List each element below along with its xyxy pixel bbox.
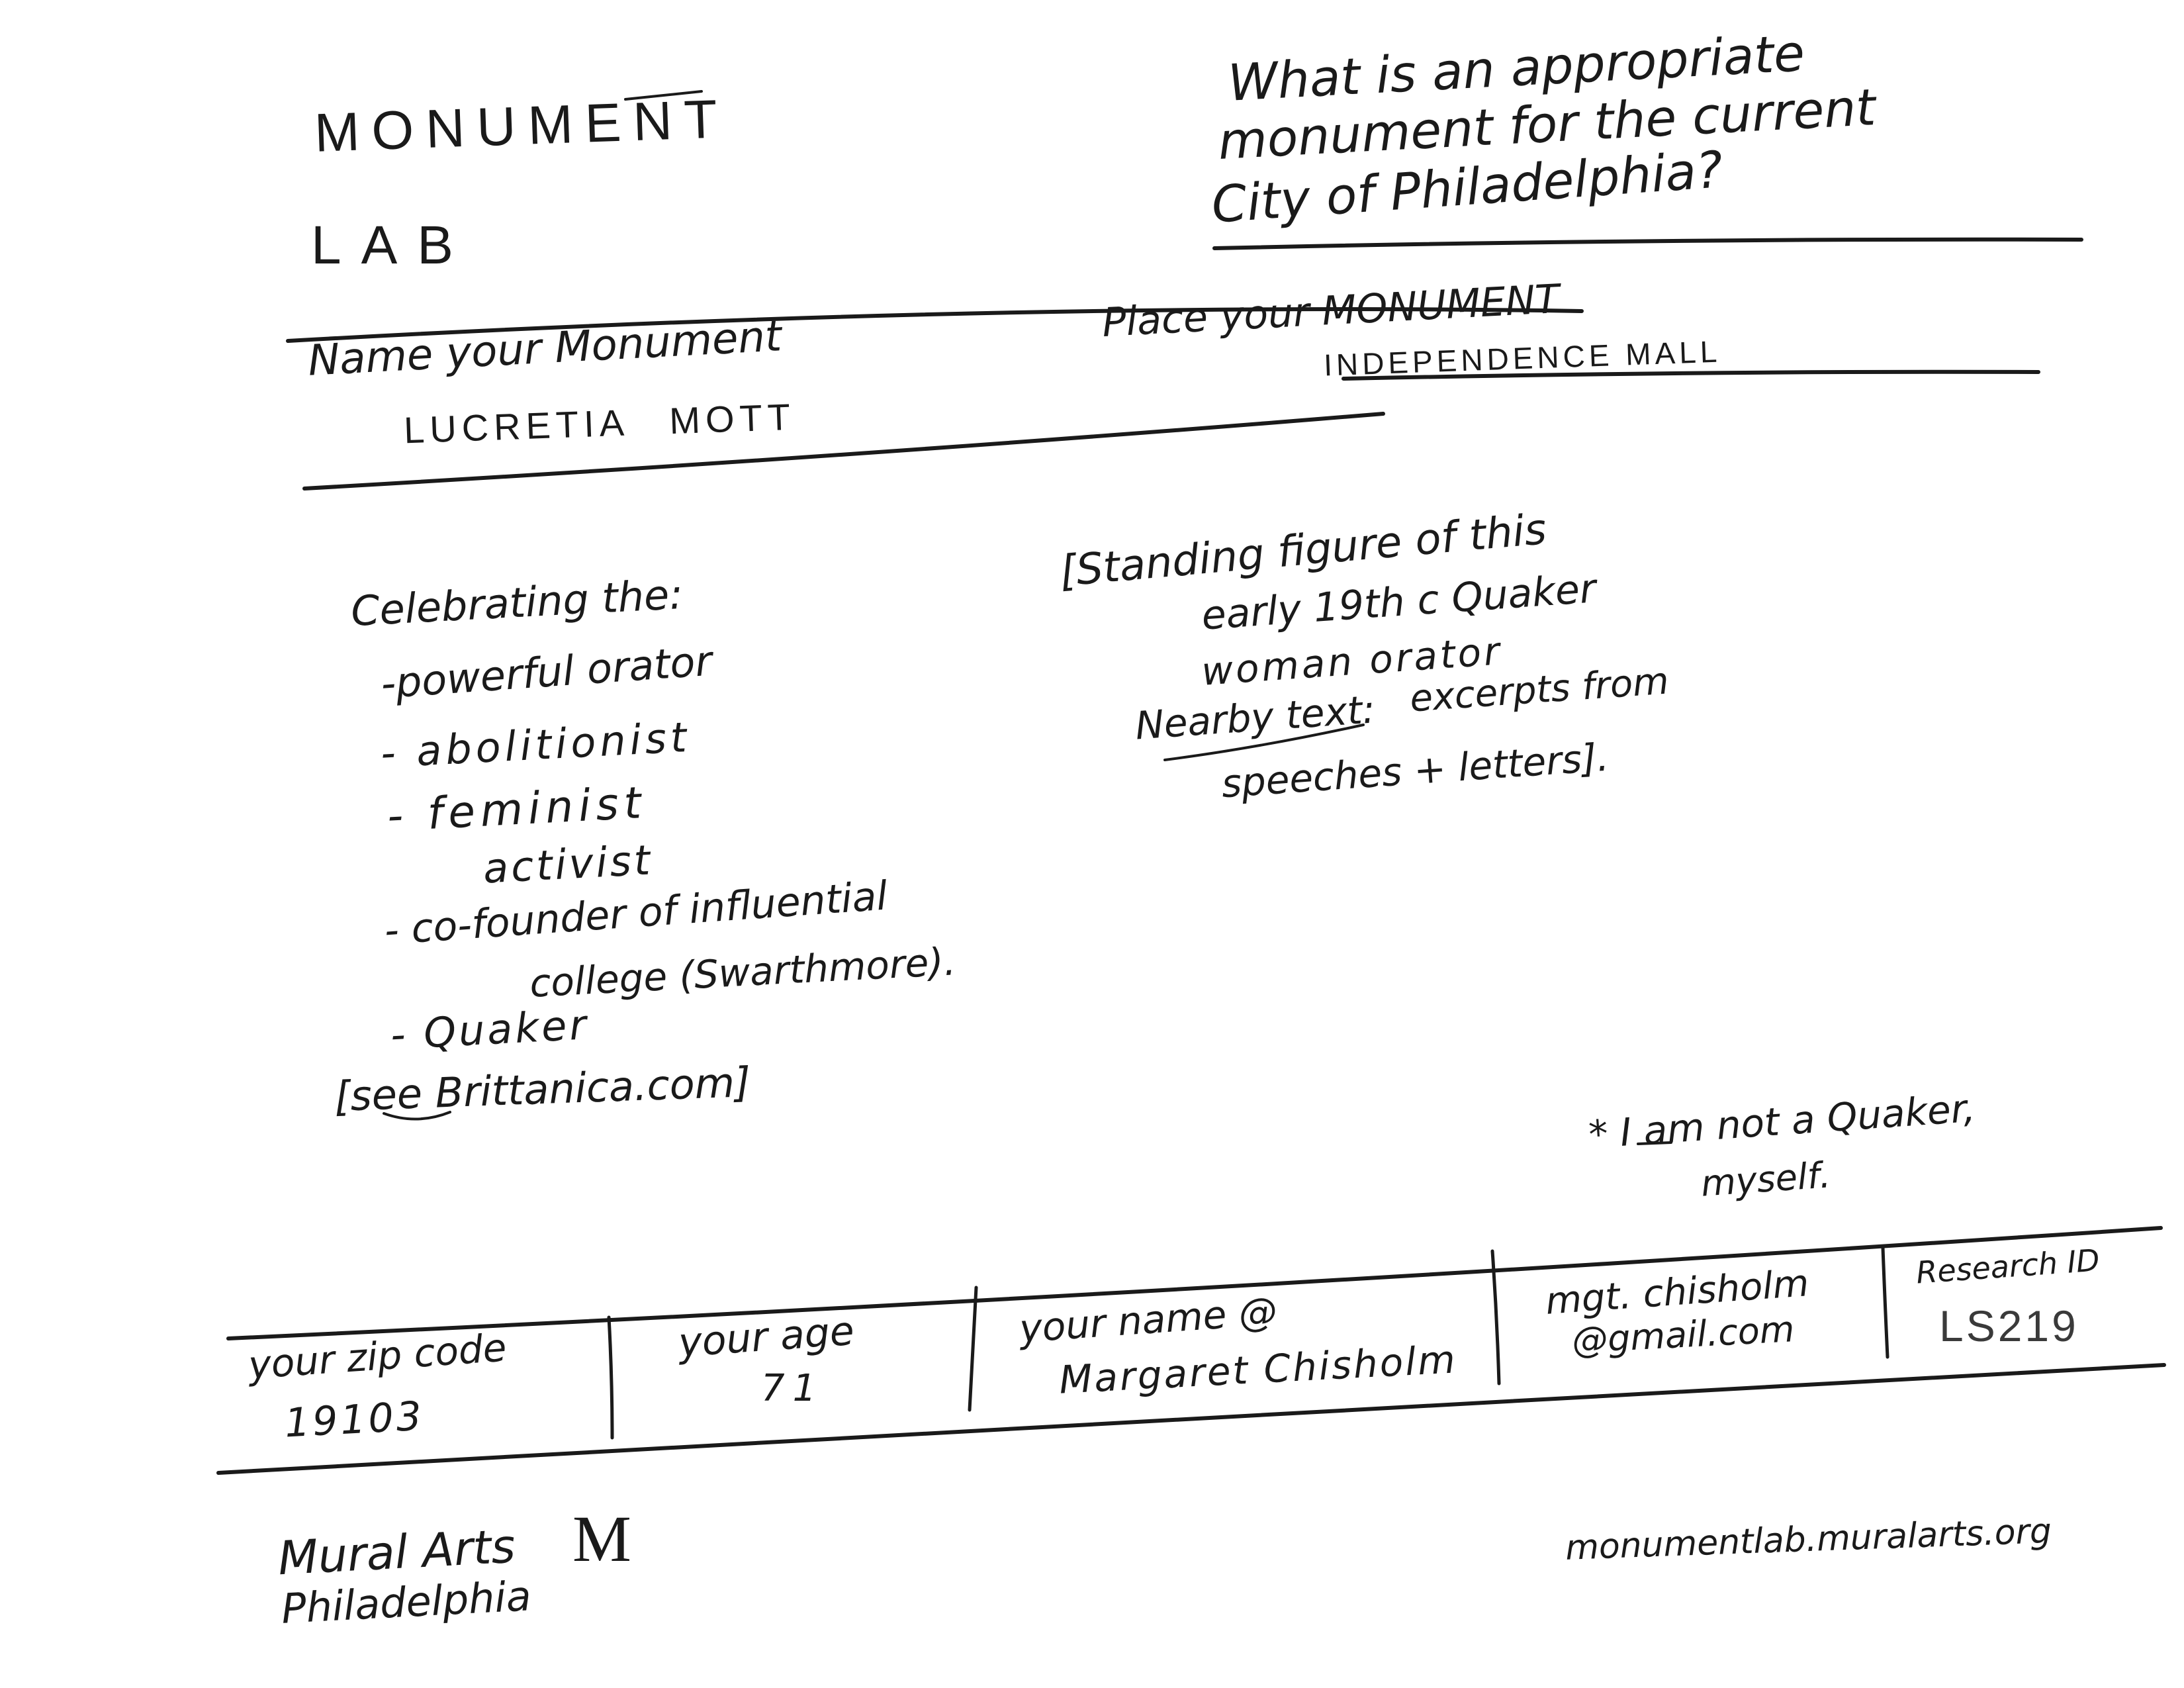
org-name-line-2: Philadelphia [280, 1571, 533, 1633]
header-divider-line [1212, 237, 2083, 250]
celebrating-item-7: - Quaker [389, 1000, 590, 1059]
see-underline [383, 1111, 451, 1121]
brand-lab: LAB [311, 215, 473, 275]
brand-monument: MONUMENT [313, 89, 731, 164]
age-label: your age [676, 1307, 856, 1367]
footer-divider-2 [968, 1286, 978, 1412]
zip-code-value: 19103 [283, 1393, 426, 1447]
footer-divider-3 [1490, 1249, 1501, 1385]
celebrating-item-4: activist [482, 835, 654, 893]
place-field-bottom-line [1342, 369, 2040, 381]
org-name-line-1: Mural Arts [277, 1519, 517, 1586]
brand-underline-stroke [624, 90, 703, 101]
nearby-text-underline [1163, 724, 1365, 761]
footer-divider-1 [607, 1315, 614, 1440]
footer-fields-top-line [226, 1226, 2163, 1340]
age-value: 71 [761, 1367, 825, 1410]
name-field-top-line [286, 307, 1584, 343]
name-field-bottom-line [302, 412, 1385, 491]
org-logo-mark: M [572, 1502, 631, 1575]
research-id-value: LS219 [1939, 1301, 2079, 1350]
footer-divider-4 [1881, 1246, 1889, 1359]
i-underline [1637, 1141, 1672, 1145]
note-line-2: myself. [1700, 1154, 1833, 1205]
celebrating-item-3: - feminist [386, 776, 648, 842]
